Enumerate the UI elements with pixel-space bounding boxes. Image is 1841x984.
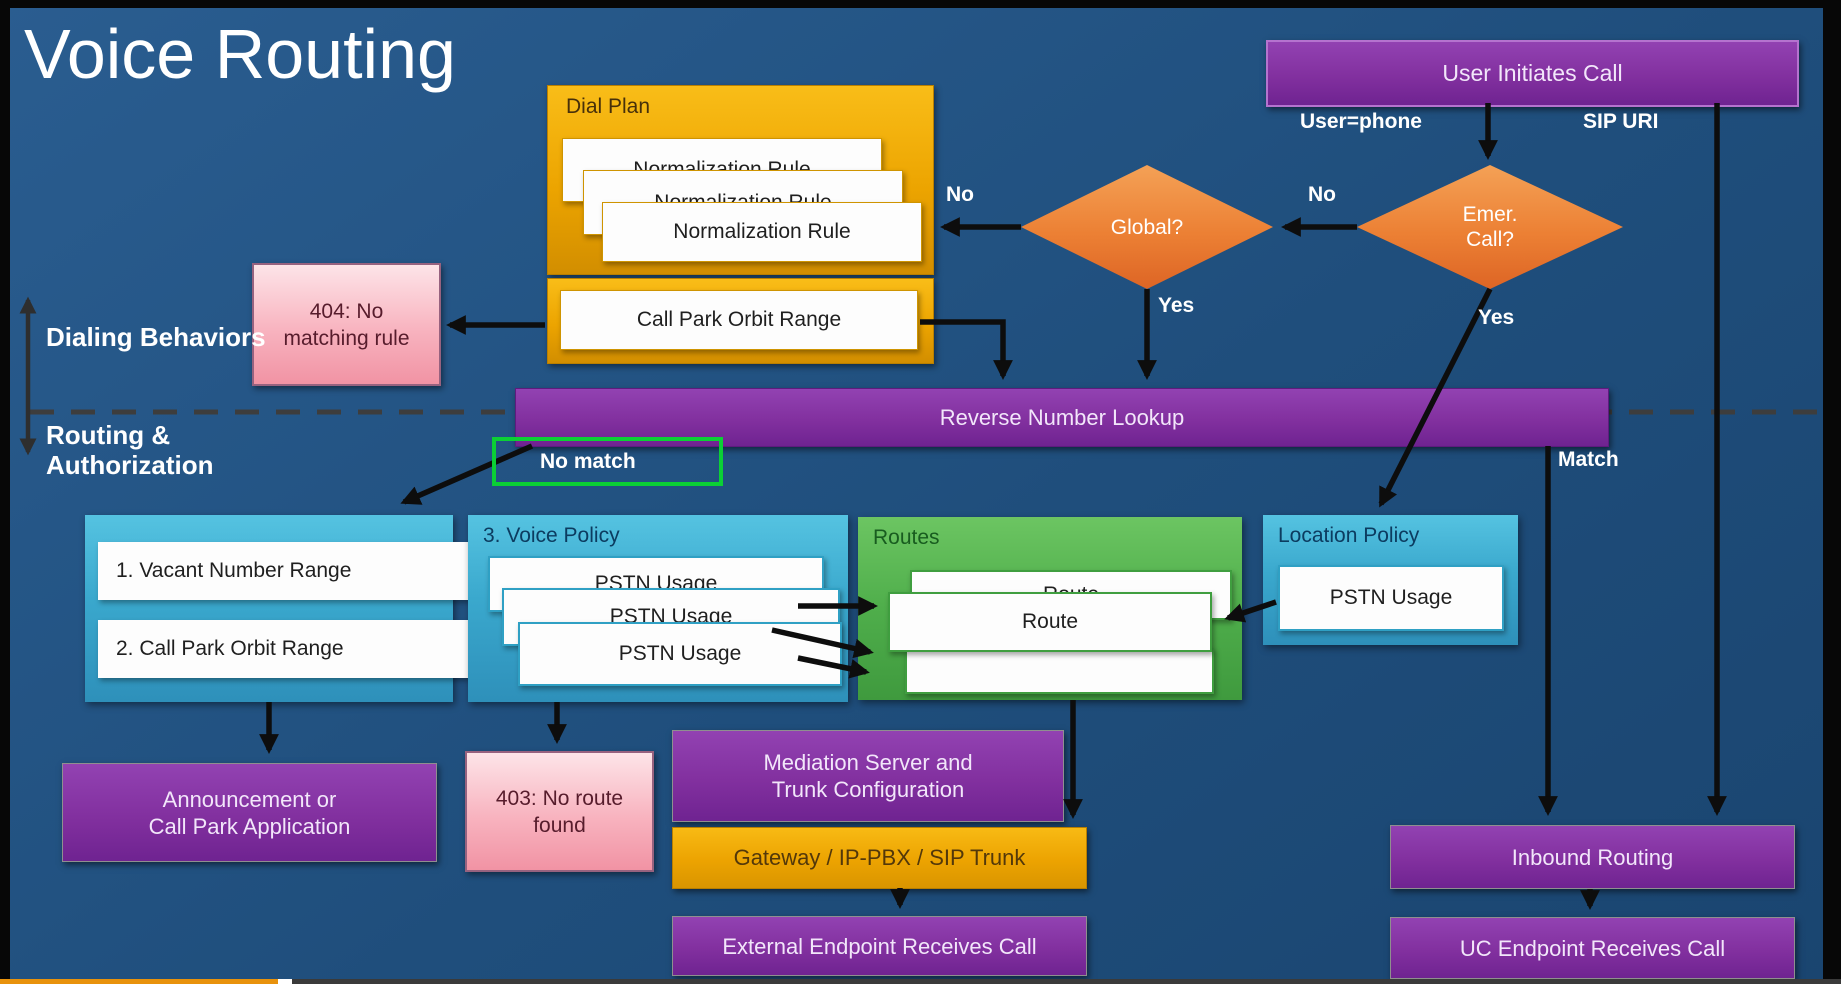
call-park-card: Call Park Orbit Range <box>560 290 918 350</box>
bottom-progress-track <box>292 979 1841 984</box>
error-403-line2: found <box>533 813 586 837</box>
label-match: Match <box>1558 448 1619 471</box>
uc-endpoint-box: UC Endpoint Receives Call <box>1390 917 1795 979</box>
bottom-progress-cursor <box>278 979 292 984</box>
gateway-box: Gateway / IP-PBX / SIP Trunk <box>672 827 1087 889</box>
external-endpoint-box: External Endpoint Receives Call <box>672 916 1087 976</box>
label-no-match-highlight: No match <box>492 437 723 486</box>
label-sip-uri: SIP URI <box>1583 110 1659 133</box>
mediation-line1: Mediation Server and <box>763 750 973 775</box>
mediation-server-box: Mediation Server and Trunk Configuration <box>672 730 1064 822</box>
frame-left <box>0 0 10 979</box>
location-policy-title: Location Policy <box>1278 524 1420 547</box>
vacant-number-range-card: 1. Vacant Number Range <box>98 542 468 600</box>
bottom-progress-orange <box>0 979 278 984</box>
routes-title: Routes <box>873 526 940 549</box>
announcement-line1: Announcement or <box>162 786 337 812</box>
label-user-phone: User=phone <box>1300 110 1422 133</box>
axis-label-dialing: Dialing Behaviors <box>46 322 266 352</box>
voice-policy-title: 3. Voice Policy <box>483 524 620 547</box>
route-card-3 <box>905 648 1214 694</box>
error-403-box: 403: No route found <box>465 751 654 872</box>
external-endpoint-label: External Endpoint Receives Call <box>722 933 1037 959</box>
error-404-line2: matching rule <box>283 326 410 350</box>
user-initiates-call-label: User Initiates Call <box>1442 60 1623 86</box>
announcement-box: Announcement or Call Park Application <box>62 763 437 862</box>
error-404-line1: 404: No <box>309 299 384 323</box>
label-yes-emer: Yes <box>1478 306 1515 329</box>
label-no-emer: No <box>1308 183 1336 206</box>
decision-emergency-call: Emer. Call? <box>1357 165 1623 289</box>
pstn-usage-card-3: PSTN Usage <box>518 622 842 686</box>
mediation-line2: Trunk Configuration <box>771 777 965 802</box>
inbound-routing-box: Inbound Routing <box>1390 825 1795 889</box>
user-initiates-call-box: User Initiates Call <box>1266 40 1799 107</box>
error-403-line1: 403: No route <box>495 786 624 810</box>
error-404-box: 404: No matching rule <box>252 263 441 386</box>
decision-global-label: Global? <box>1110 215 1184 239</box>
label-no-global: No <box>946 183 974 206</box>
decision-emer-line1: Emer. <box>1462 203 1518 226</box>
dial-plan-title: Dial Plan <box>566 95 651 118</box>
call-park-orbit-range-card: 2. Call Park Orbit Range <box>98 620 468 678</box>
frame-right <box>1823 0 1841 984</box>
reverse-number-lookup-label: Reverse Number Lookup <box>939 405 1185 430</box>
route-card-2: Route <box>888 592 1212 652</box>
normalization-rule-card-3: Normalization Rule <box>602 202 922 262</box>
axis-label-routing: Routing & Authorization <box>46 420 214 480</box>
decision-global: Global? <box>1021 165 1273 289</box>
page-title: Voice Routing <box>24 15 456 93</box>
location-pstn-usage-card: PSTN Usage <box>1278 565 1504 631</box>
uc-endpoint-label: UC Endpoint Receives Call <box>1459 935 1726 961</box>
decision-emer-line2: Call? <box>1466 228 1514 251</box>
announcement-line2: Call Park Application <box>148 813 351 839</box>
frame-top <box>0 0 1841 8</box>
label-yes-global: Yes <box>1158 294 1195 317</box>
inbound-routing-label: Inbound Routing <box>1511 844 1674 870</box>
